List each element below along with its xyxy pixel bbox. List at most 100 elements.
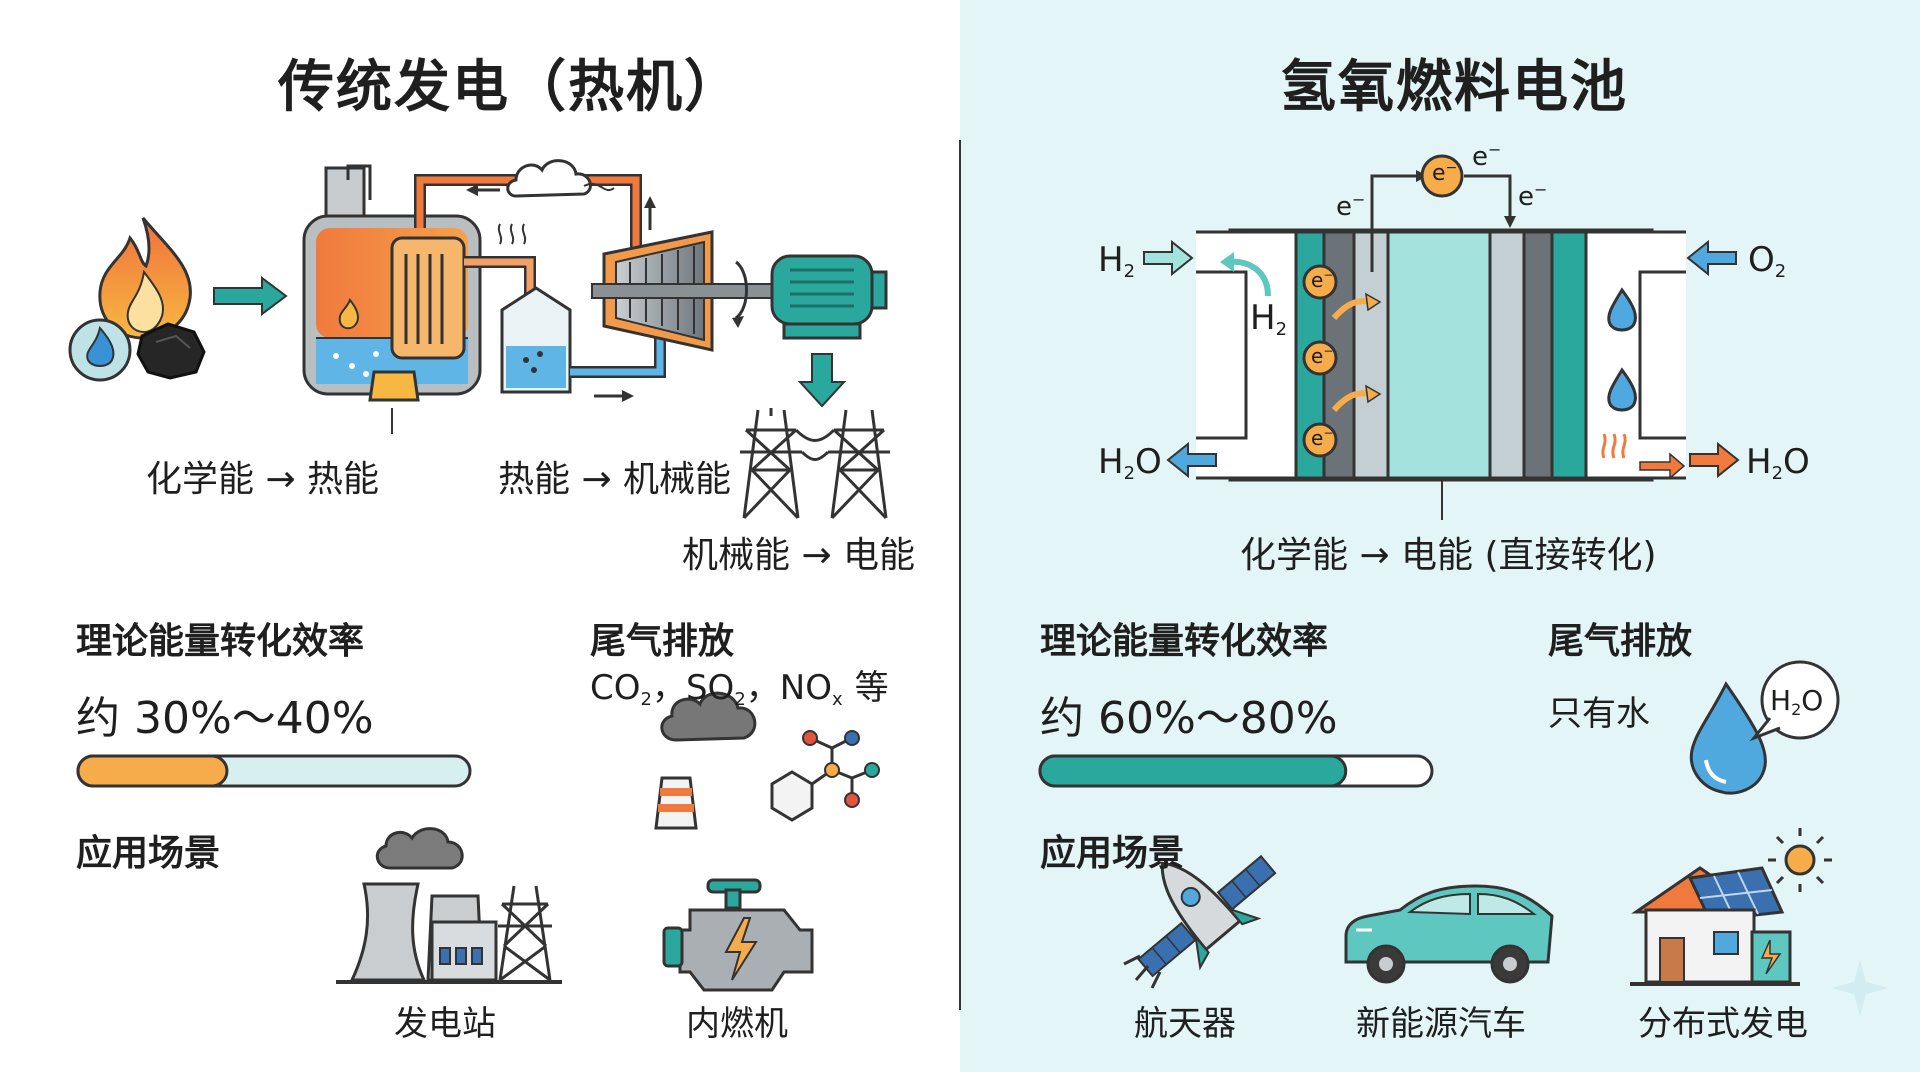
electron-particle-label-3: e− xyxy=(1311,426,1333,450)
engine-icon xyxy=(662,878,814,992)
so2-text: SO xyxy=(685,668,735,708)
electron-superscript: − xyxy=(1323,344,1334,358)
electron-superscript: − xyxy=(1323,426,1334,440)
electric-car-icon xyxy=(1344,884,1554,984)
right-emissions-heading: 尾气排放 xyxy=(1548,621,1693,662)
left-efficiency-bar-fill xyxy=(76,754,229,788)
fire-icon xyxy=(98,217,192,340)
stage-thermal-to-mechanical-label: 热能 → 机械能 xyxy=(498,459,732,500)
condenser-icon xyxy=(500,286,666,402)
right-efficiency-heading: 理论能量转化效率 xyxy=(1040,621,1329,662)
electron-e: e xyxy=(1472,142,1488,172)
electron-e: e xyxy=(1518,182,1534,212)
stage-chemical-to-thermal-label: 化学能 → 热能 xyxy=(146,459,380,500)
oxygen-subscript: 2 xyxy=(1774,261,1787,282)
hydrogen-inlet-arrow-icon xyxy=(1143,239,1194,277)
hydrogen-internal-label: H2 xyxy=(1250,298,1287,340)
speech-bubble-icon xyxy=(1749,660,1840,742)
smokestack-icon xyxy=(654,691,757,830)
right-efficiency-value: 约 60%～80% xyxy=(1040,693,1338,744)
application-ev-label: 新能源汽车 xyxy=(1356,1004,1526,1044)
electron-superscript: − xyxy=(1445,160,1458,176)
oxygen-inlet-arrow-icon xyxy=(1686,239,1737,277)
left-emissions-heading: 尾气排放 xyxy=(590,621,735,662)
right-emissions-value: 只有水 xyxy=(1548,694,1650,734)
electron-label-top: e− xyxy=(1472,140,1501,172)
oxygen-inlet-label: O2 xyxy=(1748,240,1786,282)
right-efficiency-bar-fill xyxy=(1038,754,1348,788)
water-h: H xyxy=(1746,442,1772,482)
water-h: H xyxy=(1098,442,1124,482)
electron-label-left: e− xyxy=(1336,190,1365,222)
nox-text: NO xyxy=(779,668,832,708)
generator-icon xyxy=(770,254,888,340)
emission-separator: ， xyxy=(745,668,780,708)
electron-superscript: − xyxy=(1323,268,1334,282)
pollutant-molecule-icon xyxy=(770,730,880,822)
water-o: O xyxy=(1135,442,1162,482)
oxygen-o: O xyxy=(1748,240,1775,280)
water-outlet-left-arrow-icon xyxy=(1166,441,1217,479)
application-spacecraft-label: 航天器 xyxy=(1134,1004,1236,1044)
electron-particle-label-1: e− xyxy=(1311,268,1333,292)
electron-e: e xyxy=(1432,161,1446,186)
application-distributed-generation-label: 分布式发电 xyxy=(1638,1004,1808,1044)
left-efficiency-heading: 理论能量转化效率 xyxy=(76,621,365,662)
power-station-icon xyxy=(336,827,562,984)
water-subscript: 2 xyxy=(1791,700,1802,719)
water-h: H xyxy=(1770,684,1792,717)
hydrogen-subscript: 2 xyxy=(1275,319,1288,340)
transmission-tower-icon xyxy=(740,408,890,520)
boiler-icon xyxy=(302,164,482,434)
electron-e: e xyxy=(1311,426,1324,450)
electron-superscript: − xyxy=(1352,190,1366,209)
hydrogen-inlet-label: H2 xyxy=(1098,240,1135,282)
hydrogen-h: H xyxy=(1098,240,1124,280)
steam-cloud-icon xyxy=(506,159,615,198)
hydrogen-h: H xyxy=(1250,298,1276,338)
electron-superscript: − xyxy=(1488,140,1502,159)
electron-label-right: e− xyxy=(1518,180,1547,212)
co2-subscript: 2 xyxy=(640,689,652,710)
nox-subscript: x xyxy=(831,689,843,710)
application-engine-label: 内燃机 xyxy=(686,1004,788,1044)
water-outlet-right-label: H2O xyxy=(1746,442,1810,484)
natural-gas-icon xyxy=(68,318,132,382)
coal-icon xyxy=(136,322,206,380)
speech-bubble-water-label: H2O xyxy=(1770,684,1823,719)
electron-e: e xyxy=(1311,344,1324,368)
sparkle-icon xyxy=(1832,960,1888,1016)
electron-particle-label-2: e− xyxy=(1311,344,1333,368)
water-subscript: 2 xyxy=(1123,463,1136,484)
electron-superscript: − xyxy=(1534,180,1548,199)
water-subscript: 2 xyxy=(1771,463,1784,484)
water-outlet-left-label: H2O xyxy=(1098,442,1162,484)
power-arrow-icon xyxy=(797,353,847,408)
left-applications-heading: 应用场景 xyxy=(76,833,221,874)
condensate-pipe-icon xyxy=(464,223,536,298)
emission-separator: ， xyxy=(651,668,686,708)
right-panel-title: 氢氧燃料电池 xyxy=(1280,55,1628,120)
emissions-etc-text: 等 xyxy=(854,668,889,708)
fuel-arrow-icon xyxy=(213,276,288,316)
electron-e: e xyxy=(1336,192,1352,222)
water-o: O xyxy=(1783,442,1810,482)
left-efficiency-value: 约 30%～40% xyxy=(76,693,374,744)
hydrogen-subscript: 2 xyxy=(1123,261,1136,282)
turbine-icon xyxy=(591,230,773,352)
water-drop-icon xyxy=(1689,681,1767,795)
left-panel-title: 传统发电（热机） xyxy=(278,55,742,120)
water-outlet-right-arrow-icon xyxy=(1689,441,1740,479)
right-applications-heading: 应用场景 xyxy=(1040,833,1185,874)
electron-wire-label: e− xyxy=(1432,160,1457,186)
so2-subscript: 2 xyxy=(734,689,746,710)
spacecraft-icon xyxy=(1123,854,1277,989)
electron-e: e xyxy=(1311,268,1324,292)
water-o: O xyxy=(1801,684,1824,717)
solar-house-icon xyxy=(1630,828,1832,986)
co2-text: CO xyxy=(590,668,641,708)
application-power-station-label: 发电站 xyxy=(394,1004,496,1044)
